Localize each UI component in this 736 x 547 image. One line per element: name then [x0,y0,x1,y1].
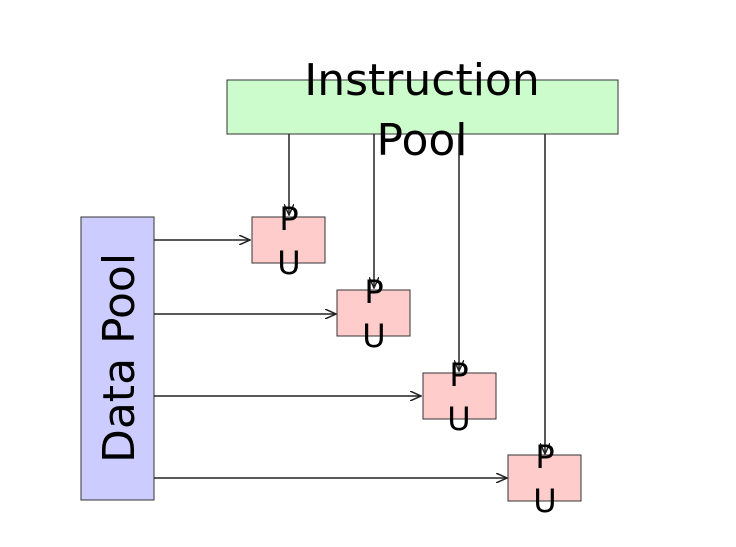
pu-2-label-p: P [364,273,383,311]
processing-unit-4: P U [507,438,582,520]
processing-unit-1: P U [251,200,326,282]
pu-4-label-p: P [535,438,554,476]
instruction-pool-label-line1: Instruction [304,55,540,106]
instruction-pool-label-line2: Pool [376,115,467,166]
pu-1-label-u: U [277,244,300,282]
pu-1-label-p: P [279,200,298,238]
processing-unit-2: P U [336,273,411,355]
pu-2-label-u: U [362,317,385,355]
processing-unit-3: P U [422,356,497,438]
data-pool-label: Data Pool [94,253,145,463]
pu-3-label-u: U [447,400,470,438]
data-pool-box [80,216,155,501]
pu-4-label-u: U [533,482,556,520]
instruction-pool-box [226,79,619,135]
pu-3-label-p: P [449,356,468,394]
